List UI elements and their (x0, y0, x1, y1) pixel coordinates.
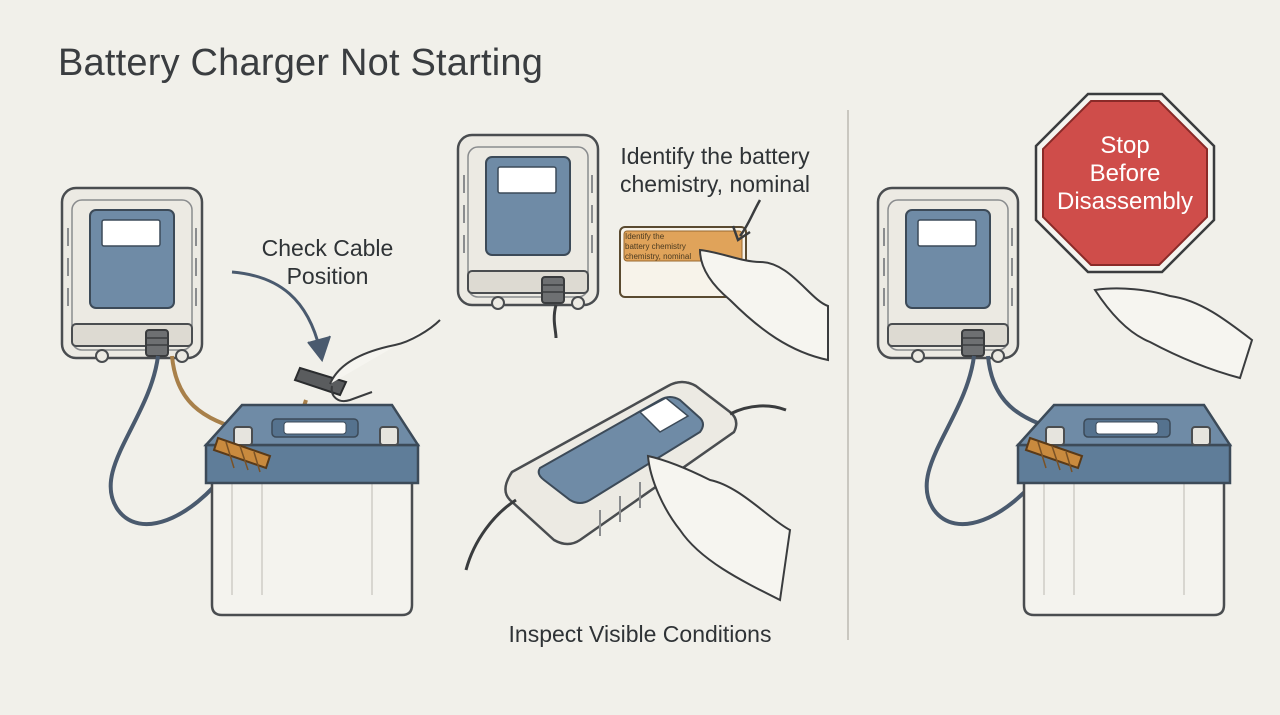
stop-line-1: Stop (1100, 132, 1150, 159)
card-line-3: chemistry, nominal (625, 252, 692, 261)
inspect-scene (464, 380, 792, 602)
card-line-2: battery chemistry (625, 242, 686, 251)
stop-sign-text: Stop Before Disassembly (1040, 132, 1210, 216)
identify-label-line-1: Identify the battery (620, 143, 810, 169)
page-title: Battery Charger Not Starting (58, 42, 544, 84)
inspect-label: Inspect Visible Conditions (508, 621, 772, 647)
stop-scene (876, 92, 1254, 617)
check-cable-scene (60, 186, 441, 617)
card-line-1: Identify the (625, 232, 665, 241)
check-cable-label-line-1: Check Cable (261, 235, 394, 261)
identify-label: Identify the battery chemistry, nominal (606, 142, 824, 198)
stop-line-2: Before (1089, 160, 1161, 187)
check-cable-label: Check Cable Position (250, 234, 405, 290)
identify-scene (456, 133, 829, 362)
battery-label-card: Identify the battery chemistry chemistry… (625, 232, 740, 262)
identify-label-line-2: chemistry, nominal (619, 171, 811, 197)
stop-line-3: Disassembly (1056, 188, 1194, 215)
check-cable-label-line-2: Position (286, 263, 369, 289)
